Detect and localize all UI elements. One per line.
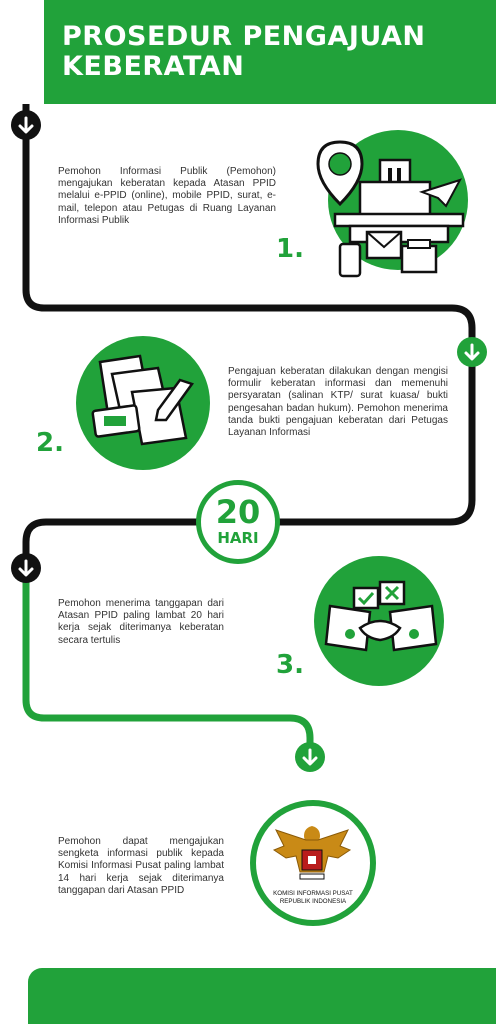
footer-banner [28,968,496,1024]
step-3-number: 3. [276,650,304,680]
emblem-line-1: KOMISI INFORMASI PUSAT [273,890,353,897]
step-3-text: Pemohon menerima tanggapan dari Atasan P… [58,598,224,646]
arrow-down-icon [11,110,41,140]
step-1-number: 1. [276,234,304,264]
step-1-text: Pemohon Informasi Publik (Pemohon) menga… [58,166,276,226]
emblem-line-2: REPUBLIK INDONESIA [279,898,347,905]
deadline-unit: HARI [217,529,259,547]
arrow-down-icon [295,742,325,772]
garuda-emblem-icon [272,826,352,880]
page-title: PROSEDUR PENGAJUAN KEBERATAN [62,21,426,82]
arrow-down-icon [11,553,41,583]
header-banner [44,0,496,104]
emblem-circle: KOMISI INFORMASI PUSAT REPUBLIK INDONESI… [250,800,376,926]
deadline-number: 20 [215,493,261,531]
step-4-text: Pemohon dapat mengajukan sengketa inform… [58,836,224,896]
arrow-down-icon [457,337,487,367]
deadline-badge: 20 HARI [196,480,280,564]
step-2-number: 2. [36,428,64,458]
step-2-text: Pengajuan keberatan dilakukan dengan men… [228,366,448,439]
